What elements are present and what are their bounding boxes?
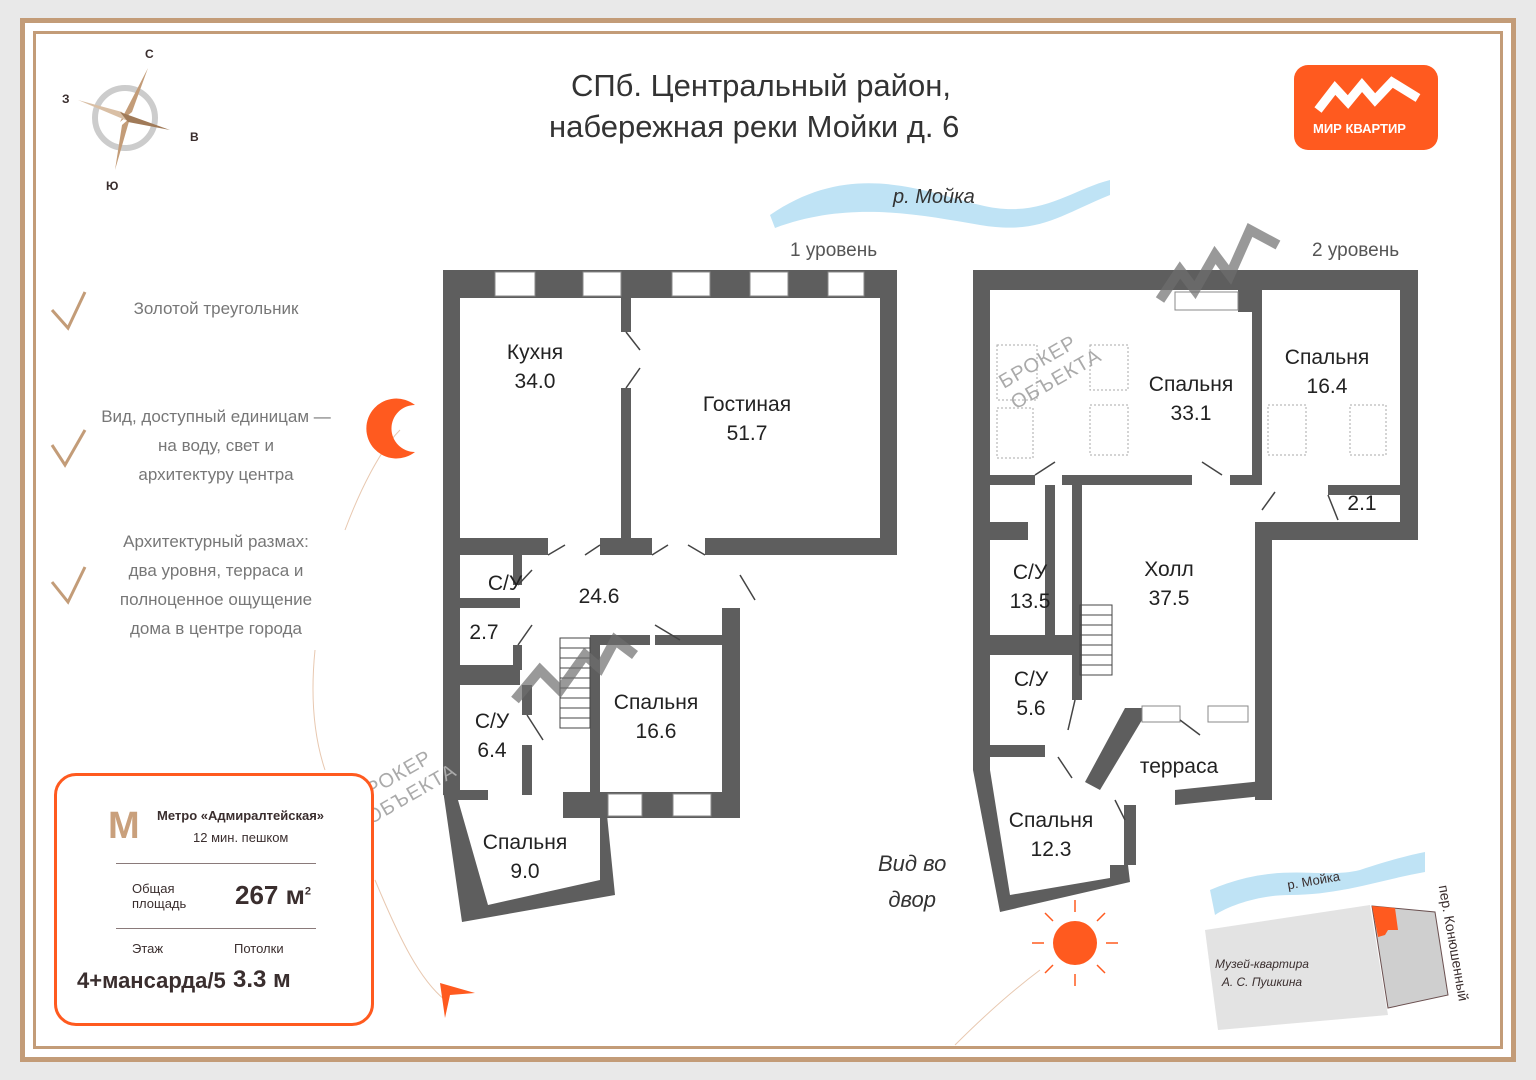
arrow-icon — [440, 983, 475, 1018]
room-storage: 2.7 — [469, 621, 499, 644]
total-area: 267 м2 — [235, 880, 311, 910]
compass-west: З — [62, 92, 70, 106]
map-building — [1371, 905, 1449, 1009]
page-title-line1: СПб. Центральный район, — [571, 68, 951, 103]
feature-3: Архитектурный размах: два уровня, терраса… — [96, 527, 336, 643]
room-terrace: терраса — [1139, 755, 1219, 778]
feature-text: Вид, доступный единицам — — [101, 407, 331, 426]
check-icons — [50, 291, 87, 605]
feature-text: полноценное ощущение — [119, 590, 313, 609]
feature-1: Золотой треугольник — [96, 294, 336, 323]
map-apartment-marker — [1372, 906, 1398, 937]
moon-icon — [366, 398, 415, 459]
divider — [116, 928, 316, 929]
info-card — [54, 773, 374, 1026]
compass-icon — [78, 68, 170, 170]
logo-text: МИР КВАРТИР — [1313, 121, 1406, 136]
room-hall-1: 24.6 — [578, 585, 620, 608]
page-title-line2: набережная реки Мойки д. 6 — [549, 109, 960, 144]
ceiling-label: Потолки — [234, 941, 284, 956]
level1-windows — [494, 271, 865, 817]
floor-label: Этаж — [132, 941, 164, 956]
compass-north: С — [145, 47, 154, 61]
divider — [116, 863, 316, 864]
metro-station: Метро «Адмиралтейская» — [157, 808, 325, 823]
level2-label: 2 уровень — [1312, 240, 1400, 261]
river-label: р. Мойка — [893, 186, 975, 208]
metro-icon: M — [108, 805, 140, 847]
feature-text: архитектуру центра — [138, 465, 294, 484]
watermark-logo-icon — [511, 223, 1281, 704]
river-shape — [770, 180, 1110, 228]
feature-2: Вид, доступный единицам — на воду, свет и… — [96, 402, 336, 489]
map-river — [1210, 852, 1425, 915]
feature-text: на воду, свет и — [158, 436, 274, 455]
feature-text: дома в центре города — [130, 619, 302, 638]
skylights — [996, 344, 1387, 459]
level1-walls — [443, 270, 897, 922]
feature-text: Золотой треугольник — [133, 299, 299, 318]
level1-doors — [517, 331, 756, 741]
feature-text: два уровня, терраса и — [128, 561, 304, 580]
compass-south: Ю — [106, 179, 119, 193]
feature-text: Архитектурный размах: — [123, 532, 309, 551]
map-museum-block — [1205, 905, 1388, 1030]
level2-stairs — [1079, 604, 1113, 676]
level2-doors — [1034, 461, 1339, 821]
compass-east: В — [190, 130, 199, 144]
room-bathroom-1: С/У — [487, 572, 523, 595]
level2-windows — [1141, 291, 1249, 723]
floor-value: 4+мансарда/5 — [77, 968, 226, 993]
metro-walk: 12 мин. пешком — [193, 830, 289, 845]
room-closet: 2.1 — [1347, 492, 1377, 515]
level1-label: 1 уровень — [790, 240, 878, 261]
sun-icon — [1032, 900, 1118, 986]
ceiling-value: 3.3 м — [233, 966, 291, 993]
